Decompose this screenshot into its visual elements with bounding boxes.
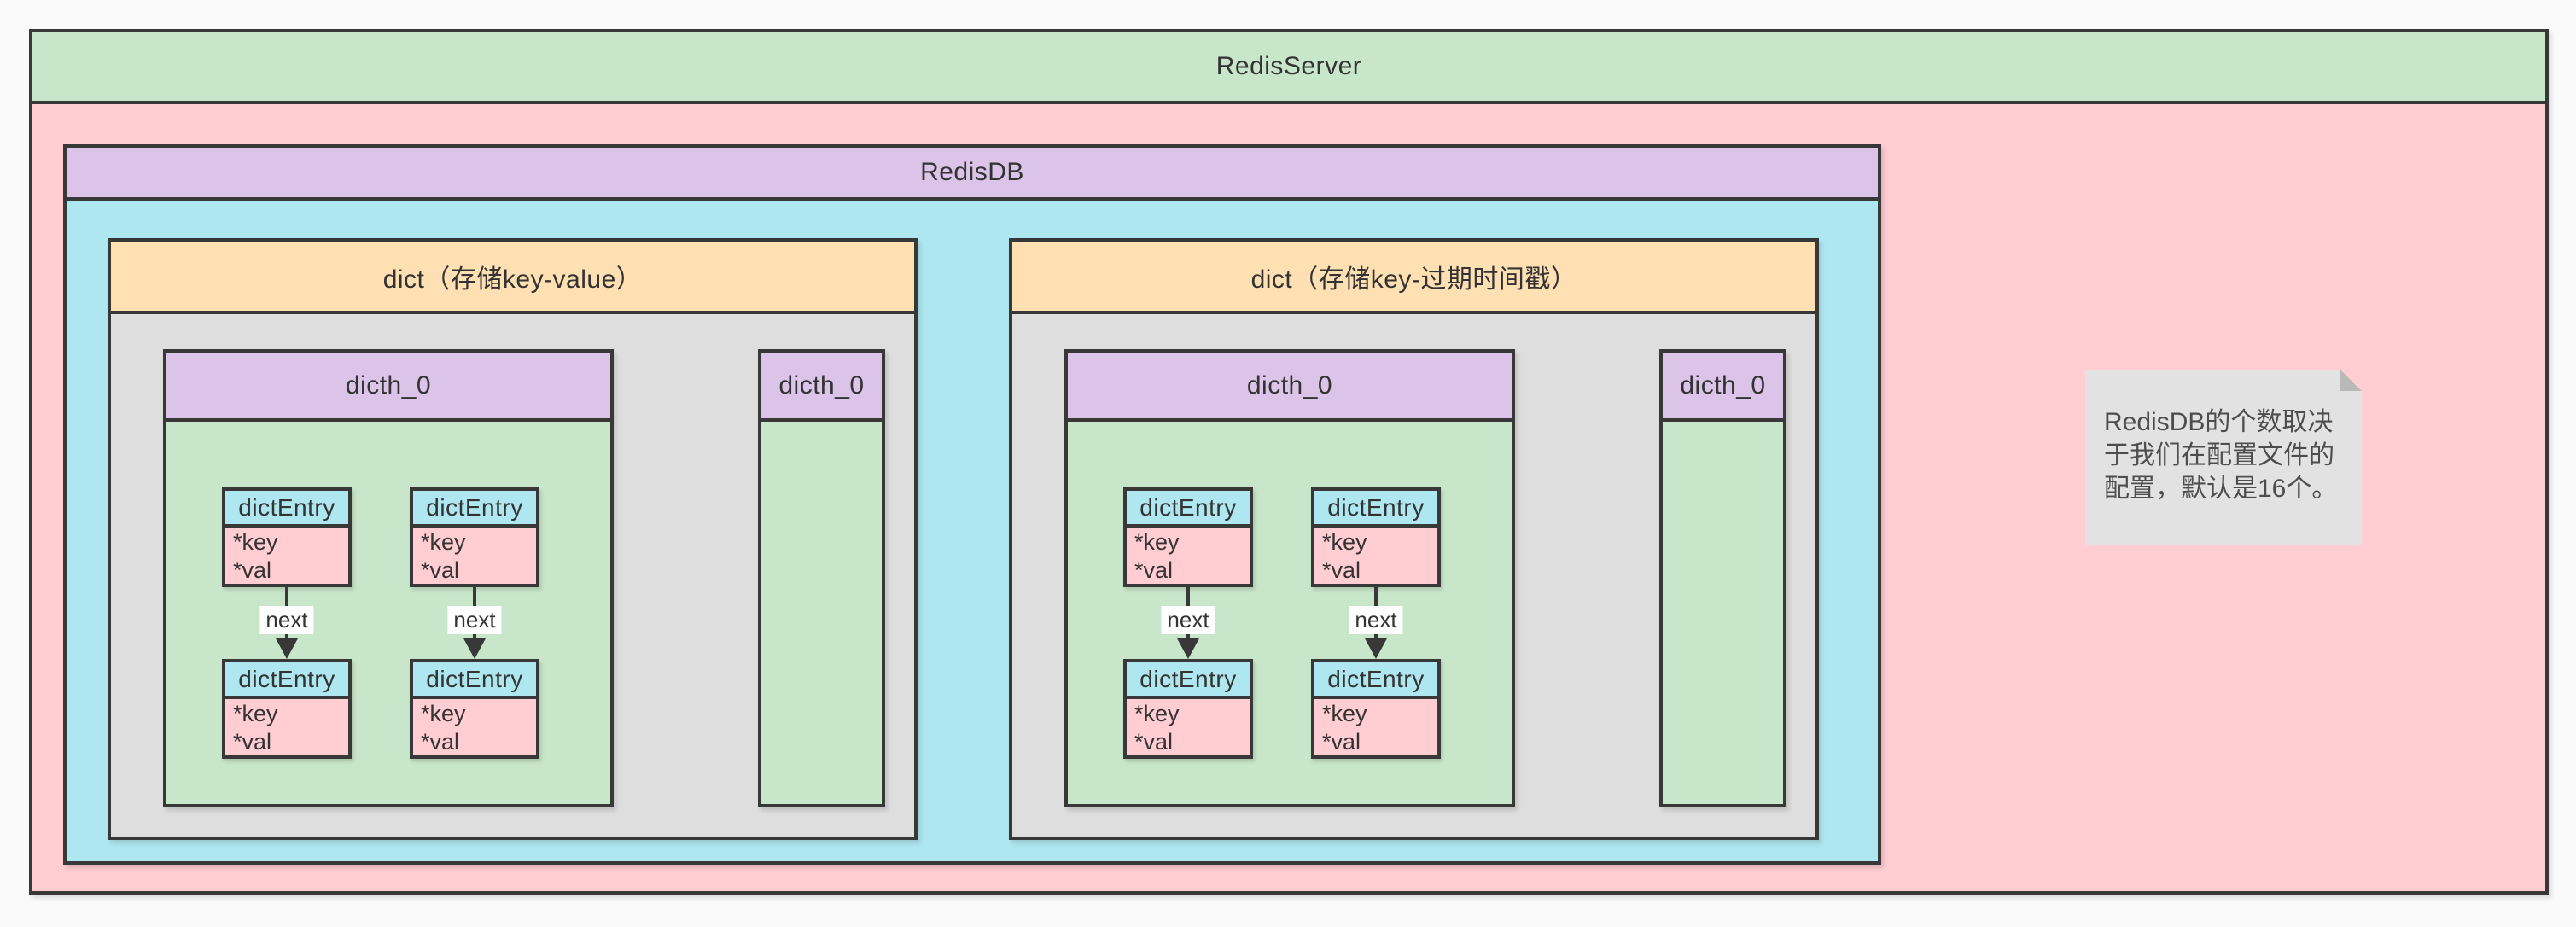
hash-table-title: dicth_0 <box>778 370 865 399</box>
redis-server-header: RedisServer <box>32 32 2545 104</box>
dict-entry-fields: *key *val <box>1314 699 1437 755</box>
redis-db-header: RedisDB <box>67 148 1878 201</box>
dict-entry-box: dictEntry *key *val <box>222 487 352 587</box>
dict-entry-box: dictEntry *key *val <box>1311 487 1441 587</box>
hash-table-main-body: dictEntry *key *val <box>166 422 610 804</box>
dict-entry-header: dictEntry <box>1127 491 1250 528</box>
hash-table-side-box: dicth_0 <box>1659 349 1786 807</box>
dict-entry-fields: *key *val <box>1127 528 1250 584</box>
next-arrow-head-icon <box>463 638 486 659</box>
field-val: *val <box>1134 729 1174 755</box>
next-arrow-head-icon <box>276 638 298 659</box>
field-key: *key <box>421 701 466 726</box>
dict-entry-box: dictEntry *key *val <box>1311 659 1441 759</box>
hash-table-main-box: dicth_0 dictEntry <box>163 349 614 807</box>
next-arrow-head-icon <box>1177 638 1199 659</box>
dict-entry-box: dictEntry *key *val <box>410 487 539 587</box>
field-val: *val <box>1134 557 1174 583</box>
hash-table-side-box: dicth_0 <box>758 349 885 807</box>
dict-entry-title: dictEntry <box>1139 665 1237 692</box>
dict-entry-title: dictEntry <box>426 493 523 521</box>
hash-table-main-header: dicth_0 <box>166 353 610 422</box>
hash-table-title: dicth_0 <box>1680 370 1766 399</box>
hash-table-main-body: dictEntry *key *val <box>1068 422 1512 804</box>
dict-keyvalue-header: dict（存储key-value） <box>111 242 914 314</box>
note-text-line: 配置，默认是16个。 <box>2104 475 2338 503</box>
next-arrow-label: next <box>447 606 502 634</box>
dict-entry-fields: *key *val <box>413 699 536 755</box>
field-key: *key <box>1134 529 1180 555</box>
redis-server-title: RedisServer <box>1215 52 1362 80</box>
dict-entry-box: dictEntry *key *val <box>1123 659 1253 759</box>
hash-table-side-body <box>761 422 882 804</box>
dict-entry-header: dictEntry <box>1314 662 1437 699</box>
redis-db-box: RedisDB dict（存储key-value） dicth_0 <box>63 144 1881 865</box>
sticky-note: RedisDB的个数取决 于我们在配置文件的 配置，默认是16个。 <box>2085 370 2362 545</box>
dict-entry-box: dictEntry *key *val <box>410 659 539 759</box>
dict-entry-title: dictEntry <box>1327 665 1425 692</box>
dict-entry-title: dictEntry <box>426 665 523 692</box>
dict-entry-box: dictEntry *key *val <box>1123 487 1253 587</box>
dict-entry-fields: *key *val <box>225 699 348 755</box>
field-key: *key <box>1322 701 1367 726</box>
redis-db-title: RedisDB <box>920 158 1024 186</box>
field-key: *key <box>233 701 278 726</box>
field-val: *val <box>1322 729 1361 755</box>
dict-entry-box: dictEntry *key *val <box>222 659 352 759</box>
field-val: *val <box>421 557 460 583</box>
field-val: *val <box>233 729 272 755</box>
dict-expire-title: dict（存储key-过期时间戳） <box>1250 265 1577 294</box>
next-arrow-head-icon <box>1365 638 1387 659</box>
dict-entry-fields: *key *val <box>1314 528 1437 584</box>
dict-keyvalue-title: dict（存储key-value） <box>382 265 643 294</box>
note-text: RedisDB的个数取决 于我们在配置文件的 配置，默认是16个。 <box>2085 370 2362 505</box>
entry-chain: dictEntry *key *val <box>1123 422 1253 804</box>
dict-entry-header: dictEntry <box>1127 662 1250 699</box>
dict-entry-header: dictEntry <box>225 491 348 528</box>
entry-chain: dictEntry *key *val <box>410 422 539 804</box>
dict-entry-header: dictEntry <box>413 662 536 699</box>
field-val: *val <box>421 729 460 755</box>
note-text-line: RedisDB的个数取决 <box>2104 408 2334 436</box>
redis-server-body: RedisDB dict（存储key-value） dicth_0 <box>32 104 2545 891</box>
field-val: *val <box>233 557 272 583</box>
dict-entry-title: dictEntry <box>238 665 335 692</box>
next-arrow-label: next <box>1349 606 1403 634</box>
entry-chain: dictEntry *key *val <box>1311 422 1441 804</box>
redis-server-box: RedisServer RedisDB dict（存储key-value） <box>29 29 2549 895</box>
note-text-line: 于我们在配置文件的 <box>2104 441 2334 469</box>
dict-keyvalue-body: dicth_0 dictEntry <box>111 314 914 837</box>
hash-table-side-body <box>1663 422 1783 804</box>
dict-entry-fields: *key *val <box>1127 699 1250 755</box>
field-key: *key <box>1322 529 1367 555</box>
dict-entry-fields: *key *val <box>413 528 536 584</box>
redis-db-body: dict（存储key-value） dicth_0 <box>67 201 1878 861</box>
hash-table-main-header: dicth_0 <box>1068 353 1512 422</box>
dict-keyvalue-box: dict（存储key-value） dicth_0 <box>108 238 918 840</box>
hash-table-title: dicth_0 <box>345 370 432 399</box>
dict-entry-header: dictEntry <box>413 491 536 528</box>
note-fold-corner-icon <box>2340 370 2362 391</box>
dict-expire-box: dict（存储key-过期时间戳） dicth_0 <box>1009 238 1819 840</box>
next-arrow-label: next <box>1161 606 1215 634</box>
field-key: *key <box>233 529 278 555</box>
next-arrow-label: next <box>259 606 314 634</box>
hash-table-title: dicth_0 <box>1246 370 1333 399</box>
dict-entry-title: dictEntry <box>1139 493 1237 521</box>
field-key: *key <box>421 529 466 555</box>
field-val: *val <box>1322 557 1361 583</box>
dict-entry-header: dictEntry <box>225 662 348 699</box>
dict-expire-header: dict（存储key-过期时间戳） <box>1012 242 1815 314</box>
hash-table-main-box: dicth_0 dictEntry <box>1064 349 1515 807</box>
dict-entry-fields: *key *val <box>225 528 348 584</box>
hash-table-side-header: dicth_0 <box>761 353 882 422</box>
hash-table-side-header: dicth_0 <box>1663 353 1783 422</box>
dict-expire-body: dicth_0 dictEntry <box>1012 314 1815 837</box>
entry-chain: dictEntry *key *val <box>222 422 352 804</box>
dict-entry-title: dictEntry <box>1327 493 1425 521</box>
dict-entry-title: dictEntry <box>238 493 335 521</box>
dict-entry-header: dictEntry <box>1314 491 1437 528</box>
field-key: *key <box>1134 701 1180 726</box>
